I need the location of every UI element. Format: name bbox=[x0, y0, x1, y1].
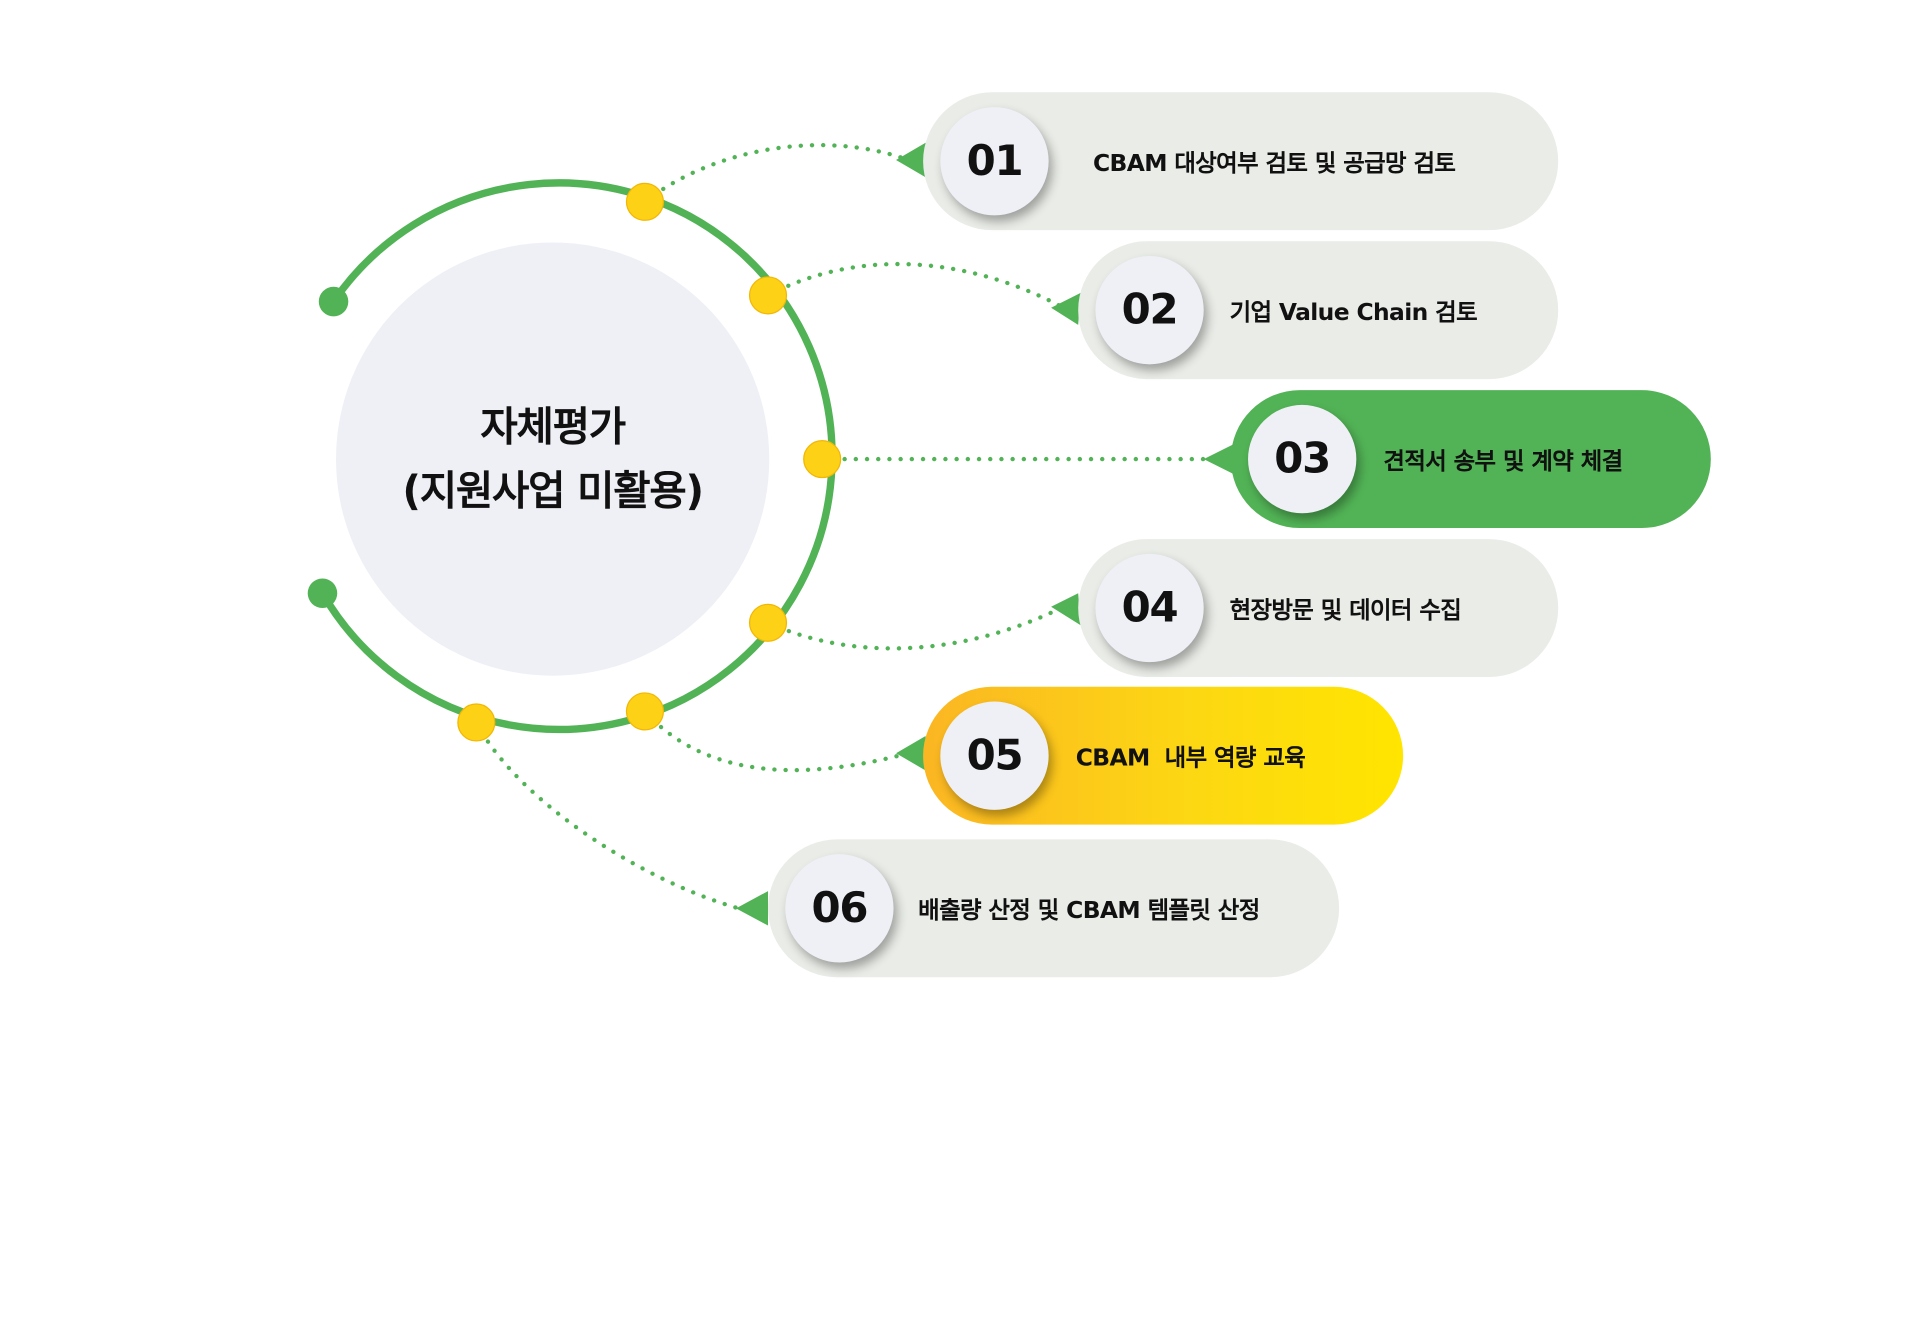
node-dot-02 bbox=[748, 276, 788, 315]
arrowhead-02 bbox=[1051, 292, 1081, 325]
step-04-number: 04 bbox=[1095, 553, 1204, 663]
connector-layer bbox=[307, 142, 1234, 926]
connector-06 bbox=[474, 720, 741, 911]
step-02-pill[interactable]: 02 기업 Value Chain 검토 bbox=[1078, 241, 1559, 380]
center-title: 자체평가 bbox=[480, 402, 626, 451]
ring-end-dot-bottom bbox=[307, 578, 338, 609]
step-02-label: 기업 Value Chain 검토 bbox=[1229, 298, 1478, 326]
step-06-pill[interactable]: 06 배출량 산정 및 CBAM 템플릿 산정 bbox=[768, 839, 1340, 978]
step-01-pill[interactable]: 01 CBAM 대상여부 검토 및 공급망 검토 bbox=[923, 92, 1559, 231]
step-03-number: 03 bbox=[1248, 404, 1357, 514]
node-dot-03 bbox=[803, 440, 842, 479]
step-05-label: CBAM 내부 역량 교육 bbox=[1075, 744, 1306, 772]
step-04-label: 현장방문 및 데이터 수집 bbox=[1229, 596, 1462, 624]
ring-end-dot-top bbox=[318, 286, 349, 317]
step-06-number: 06 bbox=[785, 854, 894, 963]
connector-02 bbox=[765, 261, 1066, 310]
arrowhead-01 bbox=[896, 142, 926, 178]
connector-01 bbox=[642, 142, 911, 205]
step-01-number: 01 bbox=[940, 107, 1049, 216]
connector-04 bbox=[765, 604, 1066, 651]
node-dot-05 bbox=[625, 692, 665, 731]
arrowhead-04 bbox=[1051, 593, 1081, 626]
step-05-number: 05 bbox=[940, 701, 1049, 810]
node-dot-06 bbox=[457, 703, 496, 742]
connector-05 bbox=[642, 709, 911, 773]
step-06-label: 배출량 산정 및 CBAM 템플릿 산정 bbox=[918, 896, 1260, 924]
step-01-label: CBAM 대상여부 검토 및 공급망 검토 bbox=[1092, 149, 1456, 177]
arrowhead-06 bbox=[736, 891, 769, 926]
step-05-pill[interactable]: 05 CBAM 내부 역량 교육 bbox=[923, 686, 1404, 825]
node-dot-01 bbox=[625, 182, 665, 221]
step-02-number: 02 bbox=[1095, 256, 1204, 365]
step-03-label: 견적서 송부 및 계약 체결 bbox=[1383, 447, 1623, 475]
step-04-pill[interactable]: 04 현장방문 및 데이터 수집 bbox=[1078, 539, 1559, 677]
arrowhead-03 bbox=[1203, 444, 1234, 474]
arrowhead-05 bbox=[896, 736, 926, 771]
node-dot-04 bbox=[748, 603, 788, 642]
step-03-pill[interactable]: 03 견적서 송부 및 계약 체결 bbox=[1230, 390, 1711, 529]
center-subtitle: (지원사업 미활용) bbox=[402, 466, 704, 515]
center-title-disc: 자체평가 (지원사업 미활용) bbox=[336, 242, 770, 676]
